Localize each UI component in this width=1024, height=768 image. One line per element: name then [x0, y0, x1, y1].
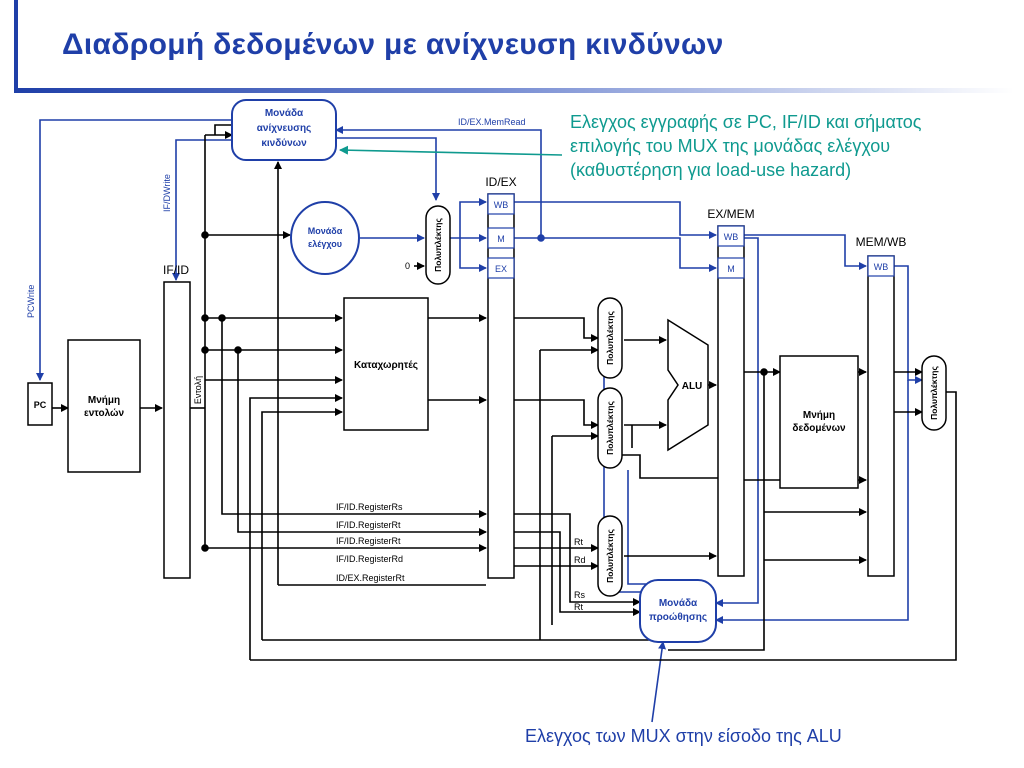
annotation-pointer — [339, 145, 563, 156]
ifidwrite-wire — [172, 139, 232, 281]
id-ex-label: ID/EX — [485, 175, 516, 189]
zero-input-label: 0 — [405, 261, 410, 271]
instruction-memory-line-2: εντολών — [84, 408, 124, 419]
alu-label: ALU — [682, 381, 703, 392]
alu: ALU — [667, 318, 709, 452]
instruction-memory: Μνήμη εντολών — [67, 339, 141, 473]
alu-mux-annotation: Ελεγχος των MUX στην είσοδο της ALU — [525, 726, 842, 746]
register-dest-mux-label: Πολυπλέκτης — [605, 529, 615, 583]
title-underline — [14, 88, 1014, 93]
writeback-mux: Πολυπλέκτης — [921, 355, 947, 431]
forwarding-unit-line-2: προώθησης — [649, 612, 707, 623]
title-accent-bar — [14, 0, 18, 92]
control-unit-line-1: Μονάδα — [308, 226, 343, 236]
hazard-control-annotation: Ελεγχος εγγραφής σε PC, IF/ID και σήματο… — [570, 110, 921, 182]
alu-mux-a-label: Πολυπλέκτης — [605, 311, 615, 365]
annotation-line-2: επιλογής του MUX της μονάδας ελέγχου — [570, 136, 891, 156]
idex-rt-label: ID/EX.RegisterRt — [336, 573, 405, 583]
rd-label: Rd — [574, 555, 586, 565]
data-memory-line-2: δεδομένων — [792, 423, 846, 434]
mem-wb-label: MEM/WB — [856, 235, 907, 249]
if-id-register: IF/ID Εντολή — [163, 263, 203, 579]
rs-label: Rs — [574, 590, 585, 600]
instruction-memory-line-1: Μνήμη — [88, 395, 120, 406]
instruction-label: Εντολή — [193, 376, 203, 404]
data-wires — [52, 124, 957, 661]
forwarding-unit-line-1: Μονάδα — [659, 598, 698, 609]
registers-label: Καταχωρητές — [354, 360, 418, 371]
pcwrite-label: PCWrite — [26, 285, 36, 318]
control-mux: Πολυπλέκτης 0 — [405, 205, 451, 285]
signal-labels: PCWrite IF/DWrite ID/EX.MemRead IF/ID.Re… — [26, 117, 586, 612]
mem-wb-register: WB MEM/WB — [856, 235, 907, 577]
id-ex-m-label: M — [497, 234, 505, 244]
alu-mux-b-label: Πολυπλέκτης — [605, 401, 615, 455]
ex-mem-m-label: M — [727, 264, 735, 274]
rt-label-2: Rt — [574, 602, 583, 612]
ex-mem-register: WB M EX/MEM — [707, 207, 755, 577]
ex-mem-wb-label: WB — [724, 232, 739, 242]
pc-register: PC — [27, 382, 53, 426]
hazard-to-mux-wire — [305, 137, 440, 201]
hazard-detection-unit: Μονάδα ανίχνευσης κινδύνων — [231, 99, 337, 161]
if-id-label: IF/ID — [163, 263, 189, 277]
id-ex-wb-label: WB — [494, 200, 509, 210]
forwarding-unit: Μονάδα προώθησης — [639, 579, 717, 643]
hazard-unit-line-1: Μονάδα — [265, 108, 304, 119]
hazard-unit-line-2: ανίχνευσης — [257, 123, 312, 134]
control-unit: Μονάδα ελέγχου — [290, 201, 360, 275]
register-dest-mux: Πολυπλέκτης — [597, 515, 623, 597]
id-ex-register: WB M EX ID/EX — [485, 175, 517, 579]
ifid-rt2-label: IF/ID.RegisterRt — [336, 536, 401, 546]
data-memory: Μνήμη δεδομένων — [779, 355, 859, 489]
rt-label-1: Rt — [574, 537, 583, 547]
control-mux-label: Πολυπλέκτης — [433, 218, 443, 272]
id-ex-ex-label: EX — [495, 264, 507, 274]
pc-label: PC — [34, 400, 47, 410]
ifidwrite-label: IF/DWrite — [162, 174, 172, 212]
page-title: Διαδρομή δεδομένων με ανίχνευση κινδύνων — [62, 28, 724, 61]
memread-label: ID/EX.MemRead — [458, 117, 526, 127]
annotation-line-1: Ελεγχος εγγραφής σε PC, IF/ID και σήματο… — [570, 112, 922, 132]
alu-mux-b: Πολυπλέκτης — [597, 387, 623, 469]
writeback-mux-label: Πολυπλέκτης — [929, 366, 939, 420]
mem-wb-wb-label: WB — [874, 262, 889, 272]
pcwrite-wire — [36, 119, 232, 381]
alu-mux-a: Πολυπλέκτης — [597, 297, 623, 379]
ifid-rd-label: IF/ID.RegisterRd — [336, 554, 403, 564]
ifid-rs-label: IF/ID.RegisterRs — [336, 502, 403, 512]
ex-mem-label: EX/MEM — [707, 207, 754, 221]
data-memory-line-1: Μνήμη — [803, 410, 835, 421]
annotation-line-3: (καθυστέρηση για load-use hazard) — [570, 160, 852, 180]
ifid-rt1-label: IF/ID.RegisterRt — [336, 520, 401, 530]
register-file: Καταχωρητές — [343, 297, 429, 431]
control-wires — [36, 119, 923, 723]
control-unit-line-2: ελέγχου — [308, 239, 342, 249]
hazard-unit-line-3: κινδύνων — [261, 138, 307, 149]
